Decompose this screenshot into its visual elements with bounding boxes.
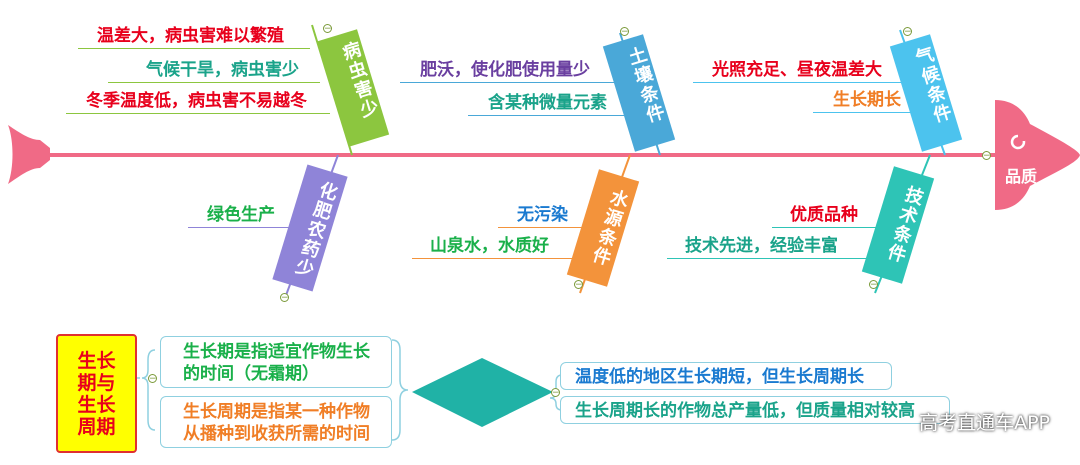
collapse-toggle-diamond[interactable]: −: [551, 388, 560, 398]
definition-growth-cycle: 生长周期是指某一种作物从播种到收获所需的时间: [160, 396, 392, 448]
category-box-tech: [861, 166, 935, 284]
cause-item: 生长期长: [833, 90, 901, 110]
bone-fertilizer: [272, 154, 348, 299]
item-underline: [498, 227, 598, 228]
growth-title-line: 周期: [77, 415, 116, 438]
category-box-fertilizer: [272, 164, 348, 292]
item-underline: [188, 227, 310, 228]
fact-short-period: 温度低的地区生长期短，但生长周期长: [560, 362, 892, 390]
brace-left: [141, 349, 156, 431]
category-box-pest: [316, 29, 390, 147]
fish-tail: [8, 125, 50, 184]
collapse-toggle-growth[interactable]: −: [148, 374, 157, 384]
item-underline: [412, 258, 590, 259]
cause-item: 温差大，病虫害难以繁殖: [97, 26, 284, 46]
collapse-toggle-root[interactable]: −: [982, 151, 991, 161]
cause-item: 冬季温度低，病虫害不易越冬: [86, 91, 307, 111]
category-box-water: [566, 169, 640, 287]
item-underline: [693, 82, 905, 83]
brace-facts: [549, 374, 563, 411]
collapse-toggle-tech[interactable]: −: [869, 280, 878, 290]
brace-right-defs: [391, 339, 409, 441]
item-underline: [78, 48, 310, 49]
item-underline: [66, 113, 330, 114]
bone-soil: [602, 32, 676, 156]
category-box-climate: [889, 34, 963, 152]
collapse-toggle-pest[interactable]: −: [323, 24, 332, 34]
growth-title-line: 生长: [77, 393, 116, 416]
growth-title-line: 生长: [77, 349, 116, 372]
bone-pest: [311, 24, 390, 156]
head-label: 品质: [1005, 167, 1038, 186]
item-underline: [400, 82, 622, 83]
item-underline: [813, 112, 913, 113]
fact-long-cycle: 生长周期长的作物总产量低，但质量相对较高: [560, 396, 950, 424]
cause-item: 技术先进，经验丰富: [685, 236, 838, 256]
definition-growth-period: 生长期是指适宜作物生长的时间（无霜期）: [160, 336, 392, 388]
collapse-toggle-water[interactable]: −: [574, 280, 583, 290]
bone-water: [566, 154, 640, 294]
item-underline: [468, 115, 630, 116]
cause-item: 无污染: [517, 205, 568, 225]
bone-tech: [861, 154, 935, 294]
diamond-node: [412, 358, 553, 427]
watermark: 高考直通车APP: [919, 412, 1050, 434]
cause-item: 山泉水，水质好: [430, 236, 549, 256]
cause-item: 绿色生产: [207, 205, 275, 225]
collapse-toggle-soil[interactable]: −: [620, 27, 629, 37]
bone-climate: [889, 29, 963, 156]
growth-title-line: 期与: [77, 371, 116, 394]
collapse-toggle-climate[interactable]: −: [903, 27, 912, 37]
cause-item: 肥沃，使化肥使用量少: [420, 60, 590, 80]
fish-head: [995, 100, 1080, 210]
collapse-toggle-fertilizer[interactable]: −: [280, 293, 289, 303]
category-box-soil: [602, 34, 676, 152]
cause-item: 含某种微量元素: [488, 93, 607, 113]
item-underline: [772, 227, 890, 228]
growth-title-box: 生长 期与 生长 周期: [56, 334, 137, 453]
item-underline: [108, 82, 320, 83]
cause-item: 优质品种: [790, 205, 858, 225]
cause-item: 光照充足、昼夜温差大: [712, 60, 882, 80]
item-underline: [667, 258, 882, 259]
cause-item: 气候干旱，病虫害少: [146, 60, 299, 80]
